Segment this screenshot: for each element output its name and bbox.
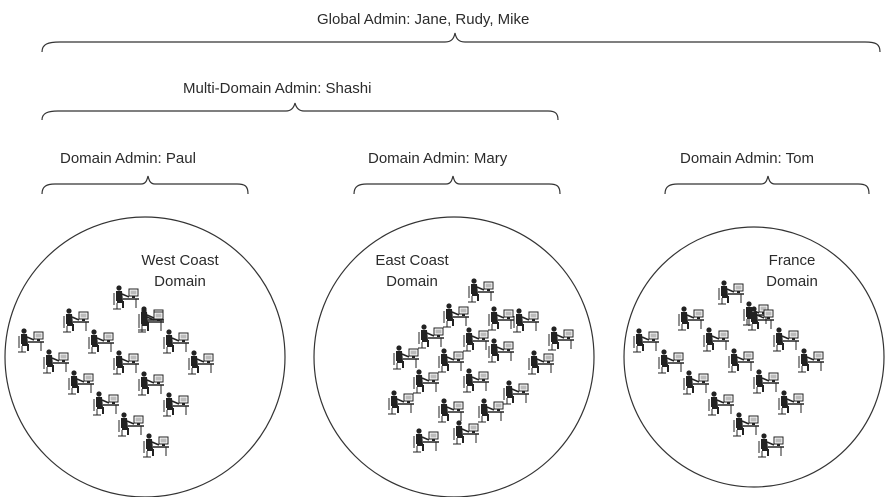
workstation-icon — [142, 432, 170, 458]
workstation-icon — [162, 391, 190, 417]
workstation-icon — [87, 328, 115, 354]
workstation-icon — [462, 326, 490, 352]
workstation-icon — [117, 411, 145, 437]
workstation-icon — [487, 305, 515, 331]
west-domain-admin-label: Domain Admin: Paul — [60, 150, 196, 167]
workstation-icon — [417, 323, 445, 349]
france-domain-label: France Domain — [752, 250, 832, 292]
domain-label-line2: Domain — [154, 273, 206, 290]
workstation-icon — [547, 325, 575, 351]
workstation-icon — [677, 305, 705, 331]
workstation-icon — [437, 347, 465, 373]
workstation-icon — [772, 326, 800, 352]
workstation-icon — [512, 307, 540, 333]
workstation-icon — [727, 347, 755, 373]
domain-label-line1: East Coast — [375, 252, 449, 269]
workstation-icon — [67, 369, 95, 395]
workstation-icon — [682, 369, 710, 395]
workstation-icon — [42, 348, 70, 374]
east-admin-brace — [353, 175, 561, 195]
east-domain-admin-label: Domain Admin: Mary — [368, 150, 508, 167]
workstation-icon — [657, 348, 685, 374]
workstations — [17, 277, 825, 458]
west-admin-brace — [41, 175, 249, 195]
workstation-icon — [502, 379, 530, 405]
workstation-icon — [162, 328, 190, 354]
workstation-icon — [707, 390, 735, 416]
workstation-icon — [797, 347, 825, 373]
workstation-icon — [452, 419, 480, 445]
domain-label-line2: Domain — [386, 273, 438, 290]
workstation-icon — [92, 390, 120, 416]
workstation-icon — [777, 389, 805, 415]
workstation-icon — [702, 326, 730, 352]
workstation-icon — [187, 349, 215, 375]
west-coast-domain-label: West Coast Domain — [128, 250, 232, 292]
workstation-icon — [487, 337, 515, 363]
workstation-icon — [412, 368, 440, 394]
east-coast-domain-circle — [313, 216, 595, 497]
workstation-icon — [392, 344, 420, 370]
workstation-icon — [732, 411, 760, 437]
workstation-icon — [17, 327, 45, 353]
workstation-icon — [442, 302, 470, 328]
france-domain-circle — [623, 226, 885, 488]
global-admin-label: Global Admin: Jane, Rudy, Mike — [317, 11, 530, 28]
workstation-icon — [717, 279, 745, 305]
workstation-icon — [462, 367, 490, 393]
workstation-icon — [477, 397, 505, 423]
france-admin-brace — [664, 175, 870, 195]
workstation-icon — [437, 397, 465, 423]
workstation-icon — [467, 277, 495, 303]
west-coast-domain-circle — [4, 216, 286, 497]
workstation-icon — [387, 389, 415, 415]
multi-domain-admin-label: Multi-Domain Admin: Shashi — [183, 80, 372, 97]
workstation-icon — [62, 307, 90, 333]
multi-domain-admin-brace — [41, 102, 559, 121]
workstation-icon — [632, 327, 660, 353]
domain-label-line2: Domain — [766, 273, 818, 290]
global-admin-brace — [41, 32, 881, 53]
workstation-icon — [752, 368, 780, 394]
workstation-icon — [112, 349, 140, 375]
domain-label-line1: France — [768, 252, 816, 269]
domain-label-line1: West Coast — [141, 252, 219, 269]
workstation-icon — [527, 349, 555, 375]
workstation-icon — [412, 427, 440, 453]
east-coast-domain-label: East Coast Domain — [362, 250, 462, 292]
workstation-icon — [757, 432, 785, 458]
workstation-icon — [137, 370, 165, 396]
france-domain-admin-label: Domain Admin: Tom — [680, 150, 814, 167]
